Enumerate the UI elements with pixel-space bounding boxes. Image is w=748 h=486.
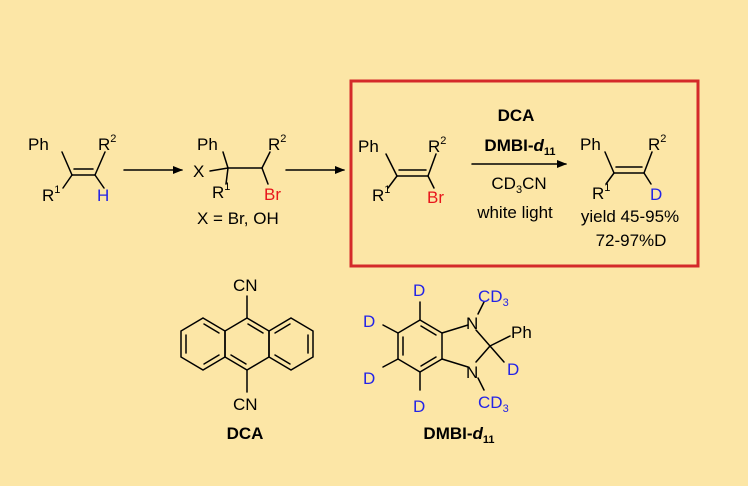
deuterated-product: Ph R2 R1 D yield 45-95% 72-97%D — [580, 133, 679, 250]
solvent: CD3CN — [491, 174, 546, 196]
int-note: X = Br, OH — [197, 209, 279, 228]
dmbi-structure: D D D D D N N CD3 CD3 Ph DMBI-d11 — [363, 281, 532, 446]
dmbi-n-top: N — [466, 314, 478, 333]
sm-r1: R1 — [42, 184, 60, 205]
dca-structure: CN CN DCA — [180, 276, 314, 443]
int-x: X — [193, 162, 204, 181]
int-br: Br — [264, 185, 281, 204]
dmbi-d-bottom: D — [413, 397, 425, 416]
dmbi-n-bottom: N — [466, 363, 478, 382]
dmbi-ph: Ph — [511, 323, 532, 342]
dmbi-d-top: D — [413, 281, 425, 300]
int-ph: Ph — [197, 135, 218, 154]
dmbi-cd3-bottom: CD3 — [478, 393, 509, 415]
reagent-dca: DCA — [498, 106, 535, 125]
dmbi-d-left1: D — [363, 312, 375, 331]
prod-d: D — [650, 185, 662, 204]
prod-ph: Ph — [580, 135, 601, 154]
sm-h: H — [97, 186, 109, 205]
dmbi-d-c2: D — [507, 360, 519, 379]
sm-ph: Ph — [28, 135, 49, 154]
prod-r2: R2 — [648, 133, 666, 154]
vbr-ph: Ph — [358, 137, 379, 156]
bromo-intermediate: Ph X R2 R1 Br X = Br, OH — [193, 133, 286, 228]
highlight-box — [349, 79, 700, 268]
dca-label: DCA — [227, 424, 264, 443]
deuterium-incorporation: 72-97%D — [596, 231, 667, 250]
int-r2: R2 — [268, 133, 286, 154]
sm-r2: R2 — [98, 133, 116, 154]
int-r1: R1 — [212, 181, 230, 202]
dmbi-cd3-top: CD3 — [478, 287, 509, 309]
light: white light — [476, 203, 553, 222]
dca-cn-bottom: CN — [233, 395, 258, 414]
starting-alkene: Ph R2 R1 H — [28, 133, 116, 205]
vinyl-bromide: Ph R2 R1 Br — [358, 135, 446, 207]
vbr-r1: R1 — [372, 184, 390, 205]
vbr-br: Br — [427, 188, 444, 207]
conditions: DCA DMBI-d11 CD3CN white light — [471, 106, 567, 222]
reagent-dmbi: DMBI-d11 — [484, 136, 555, 158]
vbr-r2: R2 — [428, 135, 446, 156]
dmbi-d-left2: D — [363, 369, 375, 388]
dca-cn-top: CN — [233, 276, 258, 295]
yield: yield 45-95% — [581, 207, 679, 226]
prod-r1: R1 — [592, 182, 610, 203]
dmbi-label: DMBI-d11 — [423, 424, 494, 446]
